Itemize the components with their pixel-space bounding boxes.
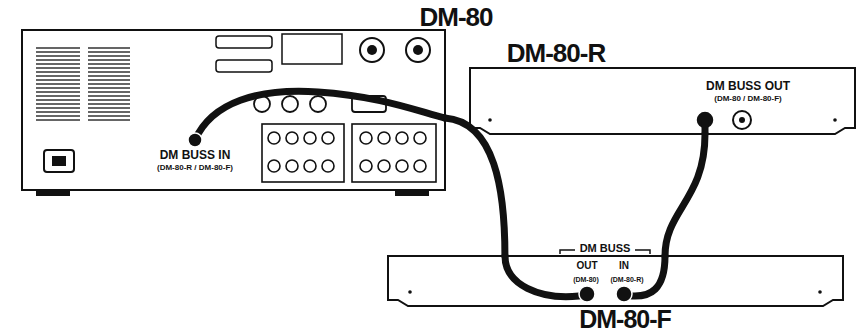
- unit-title: DM-80-R: [507, 40, 605, 66]
- port-label: IN: [619, 261, 629, 271]
- buss-connector: [579, 286, 595, 302]
- buss-cable: [445, 118, 505, 256]
- remote-unit: DM-80-RDM BUSS OUT(DM-80 / DM-80-F): [470, 68, 855, 134]
- xlr-jack: [413, 45, 423, 55]
- xlr-jack: [733, 111, 751, 129]
- vent-grille: [36, 48, 130, 120]
- power-inlet: [44, 150, 74, 172]
- power-inlet: [52, 156, 66, 166]
- mixer-unit: DM-80DM BUSS IN(DM-80-R / DM-80-F): [22, 30, 445, 190]
- cable: [195, 91, 445, 140]
- cable: [505, 256, 579, 297]
- port-label: DM BUSS: [580, 243, 631, 254]
- front-panel: [388, 256, 843, 306]
- screw: [488, 118, 492, 122]
- port-note: (DM-80-R): [610, 276, 643, 283]
- remote-panel: [470, 68, 855, 134]
- unit-title: DM-80-F: [579, 307, 671, 332]
- rca-jack-grid: [262, 124, 436, 182]
- foot: [395, 190, 429, 196]
- d-sub-port: [216, 36, 272, 48]
- rear-panel: [22, 30, 445, 190]
- foot: [36, 190, 70, 196]
- screw: [818, 290, 822, 294]
- port-note: (DM-80): [573, 276, 599, 283]
- port-label: DM BUSS IN: [160, 149, 231, 161]
- port-note: (DM-80 / DM-80-F): [714, 95, 782, 103]
- buss-connector: [188, 133, 202, 147]
- xlr-jack: [360, 38, 384, 62]
- screw: [833, 118, 837, 122]
- xlr-jack: [406, 38, 430, 62]
- port-plate: [282, 34, 342, 64]
- buss-connector: [616, 286, 632, 302]
- xlr-jack: [739, 117, 745, 123]
- buss-cable: [665, 134, 705, 256]
- port-note: (DM-80-R / DM-80-F): [157, 164, 233, 172]
- xlr-jack: [367, 45, 377, 55]
- port-label: DM BUSS OUT: [706, 80, 790, 92]
- front-unit: DM BUSSOUTIN(DM-80)(DM-80-R)DM-80-F: [388, 256, 843, 306]
- d-sub-port: [216, 60, 272, 72]
- port-label: OUT: [576, 261, 597, 271]
- screw: [408, 290, 412, 294]
- unit-title: DM-80: [419, 4, 492, 30]
